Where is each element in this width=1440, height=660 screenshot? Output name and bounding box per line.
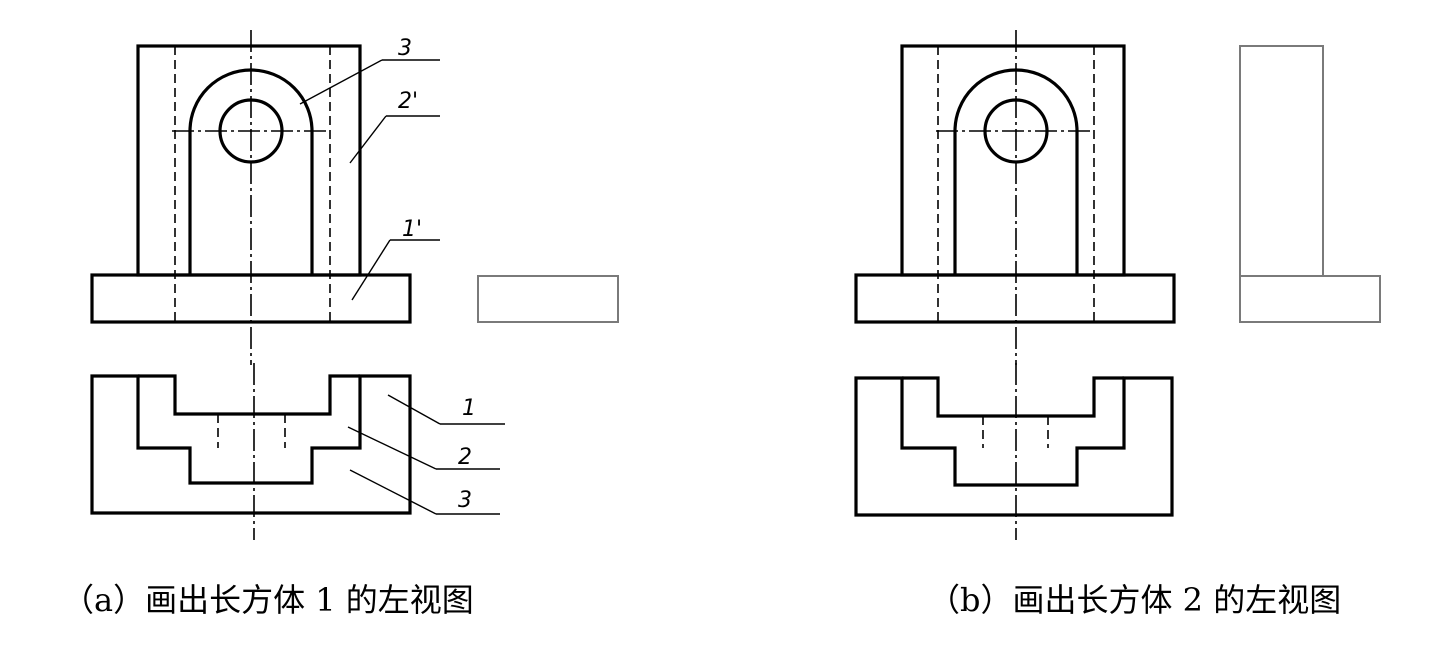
leader-1-prime: [351, 239, 391, 301]
top-view-a-callouts: 1 2 3: [347, 394, 505, 515]
top-view-b: [854, 363, 1174, 540]
left-view-b: [1239, 45, 1381, 323]
top-outline-outer: [90, 374, 412, 515]
leader-2-prime: [349, 115, 387, 164]
leader-1: [387, 394, 441, 425]
base-plate-outline-b: [854, 273, 1176, 324]
label-2-prime: 2': [398, 89, 418, 114]
label-1-prime: 1': [402, 217, 422, 242]
front-view-a-callouts: 3 2' 1': [299, 36, 440, 301]
leader-3-prime: [299, 59, 383, 105]
top-outline-outer-b: [854, 376, 1174, 517]
top-outline-upper-step-b: [902, 376, 1124, 418]
label-3: 3: [458, 488, 472, 513]
left-view-b-outline: [1239, 45, 1381, 323]
caption-b: （b）画出长方体 2 的左视图: [928, 581, 1342, 619]
leader-3: [349, 469, 437, 515]
label-2: 2: [458, 445, 472, 470]
front-view-b: [854, 30, 1176, 365]
label-3-prime: 3: [398, 36, 412, 61]
front-view-a: [90, 30, 412, 365]
top-outline-upper-step: [138, 374, 360, 416]
top-view-a: [90, 363, 412, 540]
caption-a: （a）画出长方体 1 的左视图: [62, 581, 474, 619]
leader-2: [347, 426, 437, 470]
left-view-a-base: [477, 275, 619, 323]
label-1: 1: [462, 396, 476, 421]
